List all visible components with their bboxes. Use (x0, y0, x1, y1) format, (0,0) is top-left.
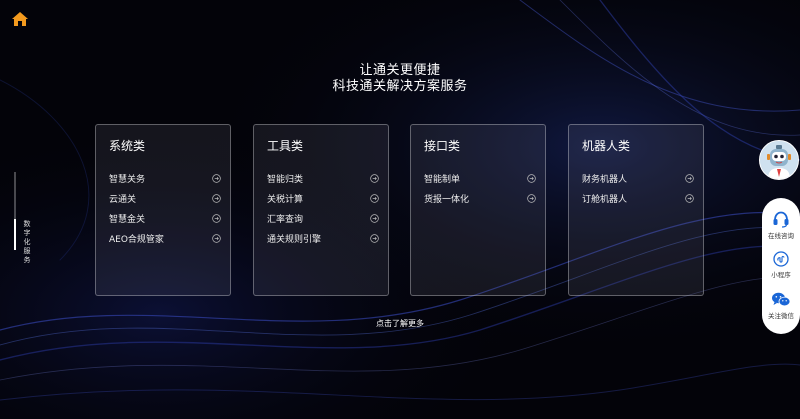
mini-program-icon (773, 251, 789, 267)
card-tools: 工具类 智能归类 关税计算 汇率查询 通关规则引擎 (253, 124, 389, 296)
item-label: 汇率查询 (267, 214, 304, 225)
arrow-right-circle-icon (685, 173, 694, 183)
list-item[interactable]: 货报一体化 (424, 191, 536, 205)
side-nav-active-indicator (14, 219, 16, 250)
service-panel: 在线咨询 小程序 关注微信 (762, 198, 800, 334)
item-label: 智慧关务 (109, 174, 146, 185)
item-label: 智能制单 (424, 174, 461, 185)
card-title: 工具类 (267, 139, 304, 153)
list-item[interactable]: 汇率查询 (267, 211, 379, 225)
mini-program-label: 小程序 (771, 271, 791, 279)
arrow-right-circle-icon (212, 173, 221, 183)
arrow-right-circle-icon (212, 233, 221, 243)
robot-avatar-icon[interactable] (759, 140, 799, 180)
card-title: 系统类 (109, 139, 146, 153)
list-item[interactable]: 通关规则引擎 (267, 231, 379, 245)
item-label: 智慧金关 (109, 214, 146, 225)
headline-line-1: 让通关更便捷 (359, 63, 441, 78)
arrow-right-circle-icon (527, 173, 536, 183)
arrow-right-circle-icon (212, 193, 221, 203)
arrow-right-circle-icon (370, 173, 379, 183)
robot-face-icon (760, 141, 798, 179)
item-label: 财务机器人 (582, 174, 628, 185)
card-title: 接口类 (424, 139, 461, 153)
learn-more-link[interactable]: 点击了解更多 (376, 319, 424, 328)
item-label: AEO合规管家 (109, 234, 164, 245)
arrow-right-circle-icon (527, 193, 536, 203)
list-item[interactable]: 智能归类 (267, 171, 379, 185)
card-system: 系统类 智慧关务 云通关 智慧金关 AEO合规管家 (95, 124, 231, 296)
card-interface: 接口类 智能制单 货报一体化 (410, 124, 546, 296)
list-item[interactable]: 财务机器人 (582, 171, 694, 185)
item-label: 智能归类 (267, 174, 304, 185)
list-item[interactable]: 订舱机器人 (582, 191, 694, 205)
item-label: 货报一体化 (424, 194, 470, 205)
arrow-right-circle-icon (370, 193, 379, 203)
wechat-icon (772, 292, 791, 307)
side-nav-label[interactable]: 数字化服务 (23, 220, 31, 264)
headset-icon (773, 211, 789, 228)
item-label: 关税计算 (267, 194, 304, 205)
follow-wechat-label: 关注微信 (768, 312, 794, 320)
online-consult-label: 在线咨询 (768, 232, 794, 240)
mini-program-button[interactable]: 小程序 (762, 251, 800, 279)
list-item[interactable]: 关税计算 (267, 191, 379, 205)
arrow-right-circle-icon (212, 213, 221, 223)
list-item[interactable]: 智能制单 (424, 171, 536, 185)
arrow-right-circle-icon (685, 193, 694, 203)
list-item[interactable]: 云通关 (109, 191, 221, 205)
side-nav-track (14, 172, 16, 250)
headline-line-2: 科技通关解决方案服务 (332, 79, 468, 94)
card-robots: 机器人类 财务机器人 订舱机器人 (568, 124, 704, 296)
home-icon[interactable] (11, 11, 29, 27)
arrow-right-circle-icon (370, 213, 379, 223)
card-title: 机器人类 (582, 139, 631, 153)
item-label: 订舱机器人 (582, 194, 628, 205)
list-item[interactable]: 智慧金关 (109, 211, 221, 225)
list-item[interactable]: 智慧关务 (109, 171, 221, 185)
online-consult-button[interactable]: 在线咨询 (762, 210, 800, 240)
item-label: 通关规则引擎 (267, 234, 322, 245)
item-label: 云通关 (109, 194, 137, 205)
follow-wechat-button[interactable]: 关注微信 (762, 291, 800, 320)
list-item[interactable]: AEO合规管家 (109, 231, 221, 245)
arrow-right-circle-icon (370, 233, 379, 243)
